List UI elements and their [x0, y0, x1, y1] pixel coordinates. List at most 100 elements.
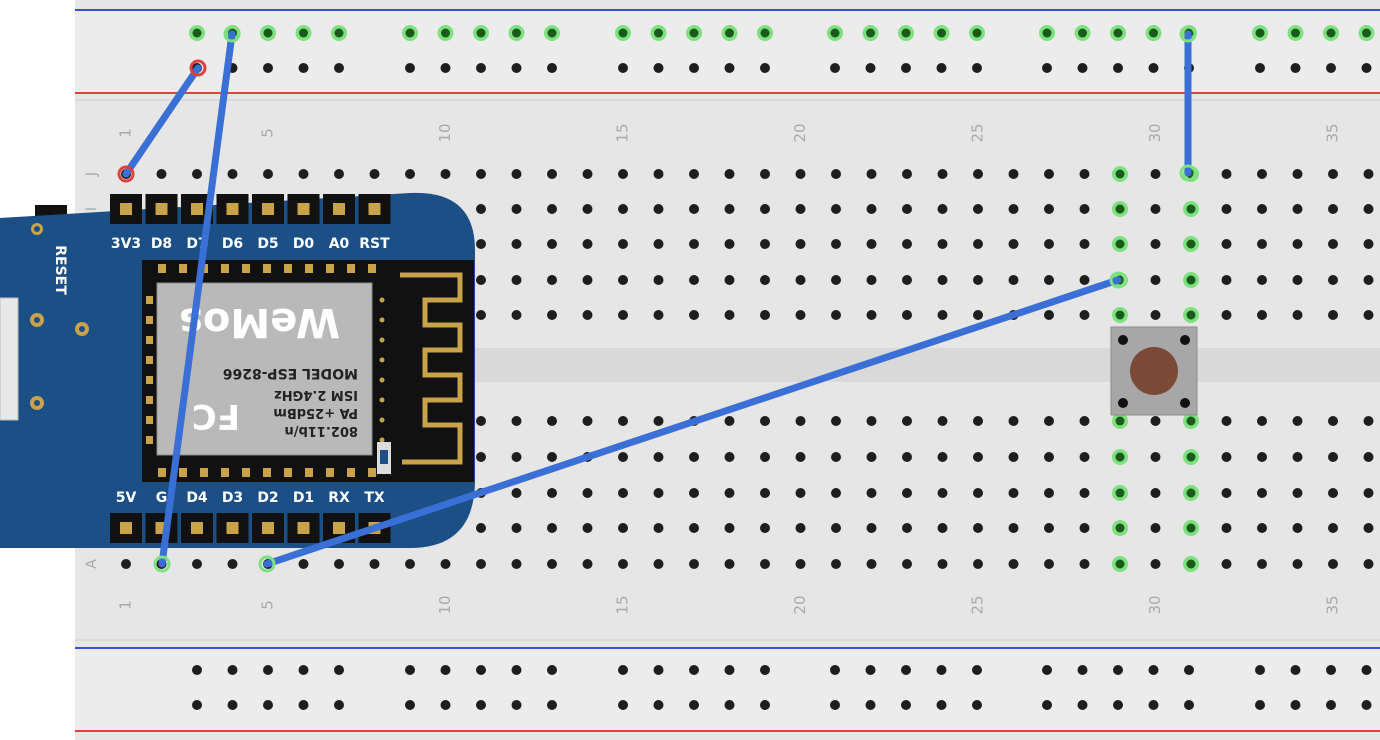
rail-hole[interactable]	[1148, 665, 1159, 675]
breadboard-hole[interactable]	[1186, 239, 1196, 249]
breadboard-hole[interactable]	[866, 523, 877, 533]
breadboard-hole[interactable]	[227, 559, 238, 569]
breadboard-hole[interactable]	[1328, 310, 1338, 320]
breadboard-hole[interactable]	[973, 204, 983, 214]
header-pin[interactable]	[262, 522, 274, 534]
rail-hole[interactable]	[653, 700, 664, 710]
rail-hole[interactable]	[405, 28, 415, 38]
breadboard-hole[interactable]	[866, 488, 877, 498]
rail-hole[interactable]	[760, 665, 770, 675]
breadboard-hole[interactable]	[937, 559, 948, 569]
rail-hole[interactable]	[405, 700, 415, 710]
rail-hole[interactable]	[512, 28, 521, 38]
rail-hole[interactable]	[547, 665, 557, 675]
breadboard-hole[interactable]	[1292, 559, 1303, 569]
breadboard-hole[interactable]	[760, 204, 770, 214]
breadboard-hole[interactable]	[547, 452, 557, 462]
breadboard-hole[interactable]	[1008, 416, 1019, 426]
breadboard-hole[interactable]	[1257, 452, 1267, 462]
breadboard-hole[interactable]	[1079, 416, 1090, 426]
rail-hole[interactable]	[298, 63, 309, 73]
breadboard-hole[interactable]	[1008, 488, 1019, 498]
breadboard-hole[interactable]	[618, 204, 628, 214]
rail-hole[interactable]	[1077, 63, 1088, 73]
breadboard-hole[interactable]	[1044, 416, 1054, 426]
breadboard-hole[interactable]	[795, 523, 806, 533]
breadboard-hole[interactable]	[618, 416, 628, 426]
breadboard-hole[interactable]	[1186, 416, 1196, 426]
breadboard-hole[interactable]	[1221, 452, 1232, 462]
breadboard-hole[interactable]	[1363, 488, 1374, 498]
rail-hole[interactable]	[865, 700, 876, 710]
rail-hole[interactable]	[547, 28, 557, 38]
breadboard-hole[interactable]	[689, 169, 699, 179]
breadboard-hole[interactable]	[1115, 169, 1125, 179]
breadboard-hole[interactable]	[618, 523, 628, 533]
breadboard-hole[interactable]	[369, 559, 380, 569]
rail-hole[interactable]	[1290, 665, 1301, 675]
breadboard-hole[interactable]	[724, 488, 735, 498]
breadboard-hole[interactable]	[1186, 559, 1196, 569]
breadboard-hole[interactable]	[476, 275, 486, 285]
rail-hole[interactable]	[1255, 665, 1265, 675]
breadboard-hole[interactable]	[866, 416, 877, 426]
breadboard-hole[interactable]	[476, 416, 486, 426]
breadboard-hole[interactable]	[1257, 275, 1267, 285]
breadboard-hole[interactable]	[973, 169, 983, 179]
breadboard-hole[interactable]	[973, 559, 983, 569]
breadboard-hole[interactable]	[1328, 559, 1338, 569]
breadboard-hole[interactable]	[1044, 239, 1054, 249]
rail-hole[interactable]	[476, 63, 486, 73]
breadboard-hole[interactable]	[1044, 559, 1054, 569]
rail-hole[interactable]	[760, 28, 770, 38]
breadboard-hole[interactable]	[1363, 275, 1374, 285]
breadboard-hole[interactable]	[1044, 523, 1054, 533]
breadboard-hole[interactable]	[1186, 488, 1196, 498]
breadboard-hole[interactable]	[973, 310, 983, 320]
breadboard-hole[interactable]	[866, 559, 877, 569]
breadboard-hole[interactable]	[405, 559, 415, 569]
rail-hole[interactable]	[1042, 665, 1052, 675]
rail-hole[interactable]	[263, 63, 273, 73]
breadboard-hole[interactable]	[689, 310, 699, 320]
breadboard-hole[interactable]	[653, 559, 664, 569]
breadboard-hole[interactable]	[724, 559, 735, 569]
breadboard-hole[interactable]	[1150, 310, 1161, 320]
breadboard-hole[interactable]	[937, 523, 948, 533]
breadboard-hole[interactable]	[1115, 416, 1125, 426]
header-pin[interactable]	[333, 522, 345, 534]
breadboard-hole[interactable]	[1150, 559, 1161, 569]
breadboard-hole[interactable]	[831, 416, 841, 426]
breadboard-hole[interactable]	[511, 559, 522, 569]
breadboard-hole[interactable]	[476, 169, 486, 179]
pushbutton-cap[interactable]	[1130, 347, 1178, 395]
rail-hole[interactable]	[865, 63, 876, 73]
breadboard-hole[interactable]	[476, 204, 486, 214]
breadboard-hole[interactable]	[1079, 310, 1090, 320]
breadboard-hole[interactable]	[1008, 239, 1019, 249]
breadboard-hole[interactable]	[653, 416, 664, 426]
breadboard-hole[interactable]	[1150, 169, 1161, 179]
rail-hole[interactable]	[1255, 700, 1265, 710]
breadboard-hole[interactable]	[1328, 275, 1338, 285]
breadboard-hole[interactable]	[1008, 523, 1019, 533]
breadboard-hole[interactable]	[866, 275, 877, 285]
breadboard-hole[interactable]	[1044, 169, 1054, 179]
breadboard-hole[interactable]	[511, 239, 522, 249]
rail-hole[interactable]	[298, 700, 309, 710]
header-pin[interactable]	[120, 522, 132, 534]
rail-hole[interactable]	[618, 28, 628, 38]
breadboard-hole[interactable]	[689, 523, 699, 533]
breadboard-hole[interactable]	[1328, 416, 1338, 426]
breadboard-hole[interactable]	[902, 239, 912, 249]
breadboard-hole[interactable]	[760, 275, 770, 285]
breadboard-hole[interactable]	[1328, 452, 1338, 462]
rail-hole[interactable]	[618, 700, 628, 710]
breadboard-hole[interactable]	[1257, 169, 1267, 179]
rail-hole[interactable]	[1113, 63, 1123, 73]
breadboard-hole[interactable]	[760, 523, 770, 533]
breadboard-hole[interactable]	[689, 559, 699, 569]
breadboard-hole[interactable]	[831, 559, 841, 569]
breadboard-hole[interactable]	[1363, 239, 1374, 249]
breadboard-hole[interactable]	[511, 169, 522, 179]
